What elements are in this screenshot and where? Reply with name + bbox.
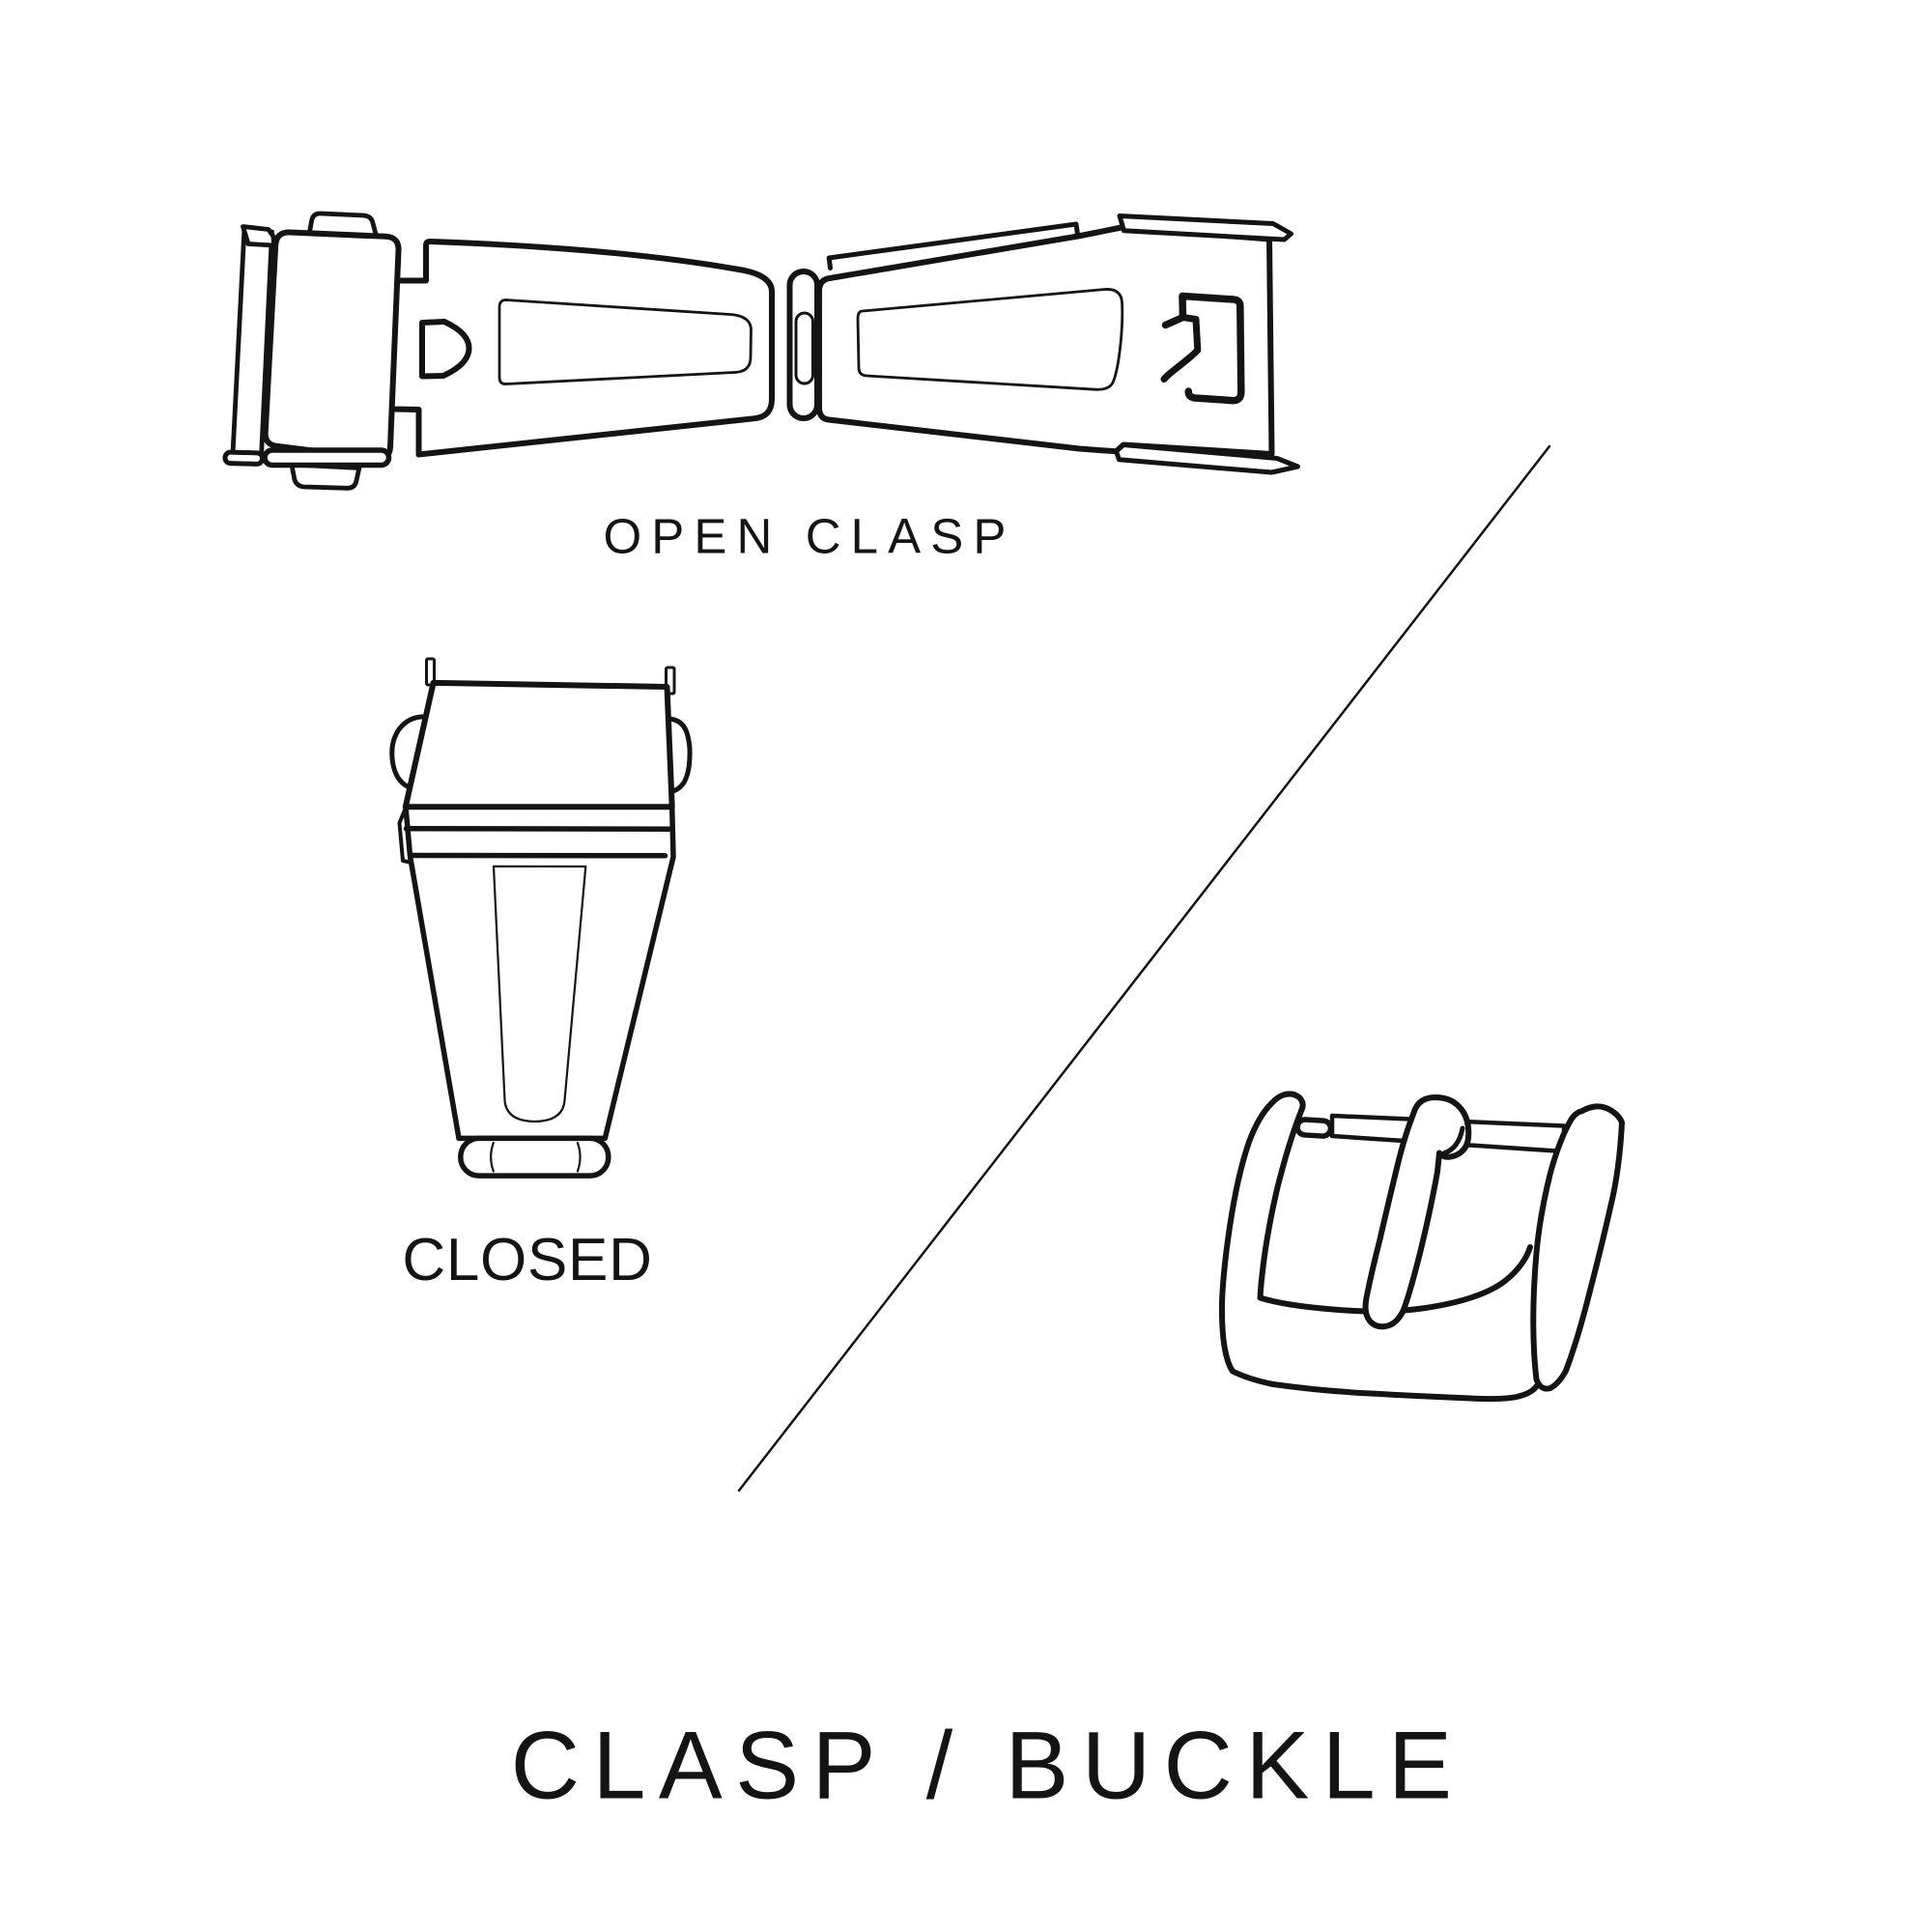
svg-text:OPEN CLASP: OPEN CLASP xyxy=(604,509,1016,564)
svg-text:CLOSED: CLOSED xyxy=(402,1227,652,1293)
svg-text:CLASP / BUCKLE: CLASP / BUCKLE xyxy=(511,1712,1465,1819)
